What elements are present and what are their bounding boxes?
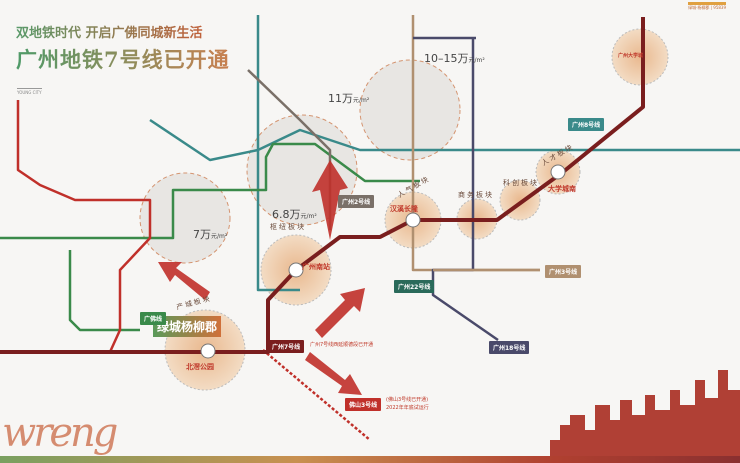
- line-badge-fs3: 佛山3号线: [345, 398, 382, 411]
- block-tech: 科创板块: [503, 179, 539, 187]
- fs3-note-1: (佛山3号线已开通): [386, 397, 429, 403]
- zone-circle: [139, 172, 231, 264]
- line-guangfo: [0, 142, 420, 332]
- block-hub: 枢纽板块: [270, 223, 306, 231]
- hub-circle-top: [611, 28, 669, 86]
- price-label: 6.8万元/m²: [272, 208, 317, 221]
- line-badge-gz3: 广州3号线: [545, 265, 582, 278]
- zone-circle: [359, 59, 461, 161]
- hub-label-guangzhou-south: 广州南站: [302, 263, 330, 271]
- hub-label-university-south: 大学城南: [548, 185, 576, 193]
- line-guangzhou-8: [149, 15, 740, 292]
- block-business: 商务板块: [458, 191, 494, 199]
- price-label: 11万元/m²: [328, 92, 370, 105]
- arrow-up: [312, 160, 348, 240]
- line-badge-gz22: 广州22号线: [394, 280, 435, 293]
- line-badge-gz18: 广州18号线: [489, 341, 530, 354]
- line-foshan-3: [262, 349, 371, 441]
- line-badge-guangfo: 广佛线: [140, 312, 167, 325]
- station-beijiao-park: [200, 343, 216, 359]
- line-badge-gz2: 广州2号线: [338, 195, 375, 208]
- arrow-ne: [315, 288, 365, 338]
- page-title: 广州地铁7号线已开通: [16, 44, 230, 74]
- skyline: [550, 370, 740, 463]
- price-label: 10–15万元/m²: [424, 52, 485, 65]
- line-red-left: [16, 100, 152, 353]
- station-label-beijiao: 北滘公园: [186, 363, 214, 371]
- arrow-nw: [158, 262, 210, 300]
- line-badge-gz7: 广州7号线: [268, 340, 305, 353]
- bottom-strip: [0, 456, 740, 463]
- station-university-south: [550, 164, 566, 180]
- station-guangzhou-south: [288, 262, 304, 278]
- project-name: 绿城杨柳郡: [153, 316, 222, 337]
- fs3-note-2: 2022年年底试运行: [386, 405, 429, 411]
- arrow-se: [305, 352, 362, 395]
- line-badge-gz8: 广州8号线: [568, 118, 605, 131]
- station-hanxi: [405, 212, 421, 228]
- line-guangzhou-7: [0, 17, 645, 354]
- brand-small: YOUNG CITY: [17, 88, 42, 95]
- line7-note: 广州7号线西延顺德段已开通: [310, 342, 374, 348]
- handwriting-logo: wreng: [2, 410, 118, 456]
- hub-label-hanxi: 汉溪长隆: [390, 205, 418, 213]
- hub-label-university-city: 广州大学城: [618, 53, 644, 59]
- price-label: 7万元/m²: [193, 228, 228, 241]
- slogan: 双地铁时代 开启广佛同城新生活: [16, 22, 203, 41]
- top-right-note: 绿城·杨柳郡 | 95839: [688, 2, 726, 11]
